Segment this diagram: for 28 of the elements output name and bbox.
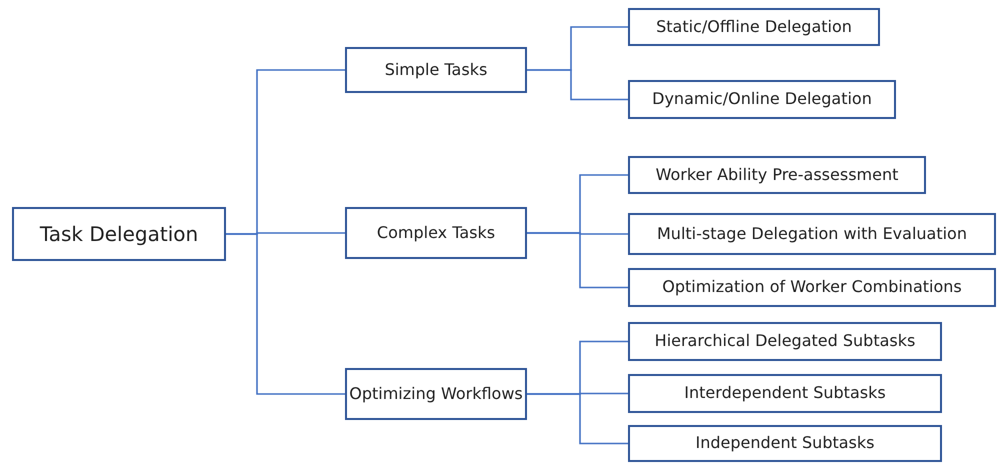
topic-label: Complex Tasks bbox=[376, 222, 496, 244]
topic-box bbox=[12, 207, 226, 261]
topic-box bbox=[628, 8, 880, 46]
topic-box bbox=[345, 47, 527, 93]
connector-line bbox=[226, 233, 345, 395]
topic-label: Dynamic/Online Delegation bbox=[652, 89, 872, 110]
topic-box bbox=[628, 213, 996, 255]
topic-box bbox=[628, 268, 996, 307]
topic-label: Hierarchical Delegated Subtasks bbox=[654, 331, 916, 352]
topic-label: Independent Subtasks bbox=[696, 433, 874, 454]
topic-label: Static/Offline Delegation bbox=[656, 16, 852, 38]
connector-line bbox=[527, 69, 628, 100]
topic-box bbox=[628, 374, 942, 413]
topic-box bbox=[628, 156, 926, 194]
connector-line bbox=[527, 393, 628, 444]
topic-box bbox=[628, 322, 942, 361]
topic-label: Multi-stage Delegation with Evaluation bbox=[657, 224, 967, 244]
topic-label: Worker Ability Pre-assessment bbox=[656, 164, 898, 186]
topic-box bbox=[628, 80, 896, 119]
connector-line bbox=[527, 232, 628, 288]
topic-label: Interdependent Subtasks bbox=[684, 383, 886, 404]
topic-box bbox=[345, 368, 527, 420]
topic-label: Simple Tasks bbox=[384, 60, 488, 80]
topic-label: Task Delegation bbox=[40, 221, 198, 247]
topic-box bbox=[345, 207, 527, 259]
topic-box bbox=[628, 425, 942, 462]
topic-label: Optimization of Worker Combinations bbox=[662, 277, 962, 298]
topic-label: Optimizing Workflows bbox=[349, 384, 523, 404]
